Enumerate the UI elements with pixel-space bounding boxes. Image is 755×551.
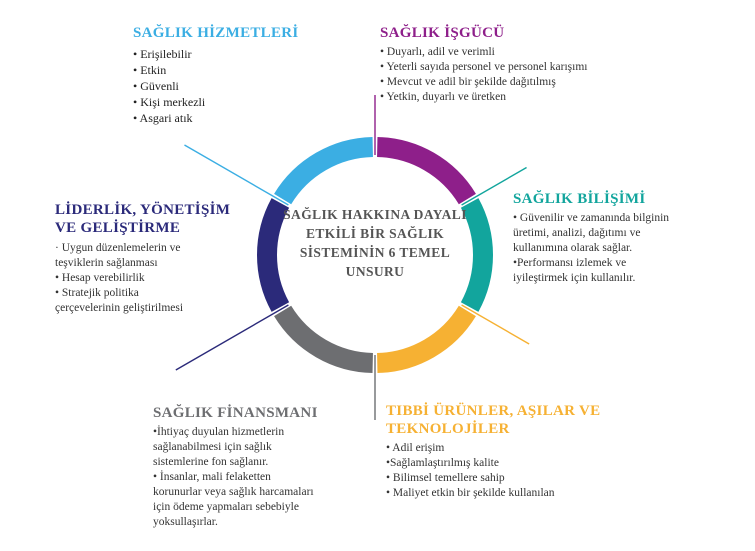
list-item: için ödeme yapmaları sebebiyle	[153, 501, 299, 513]
ring-segment-liderlik	[257, 198, 290, 312]
list-item: • Hesap verebilirlik	[55, 272, 145, 284]
list-item: • Güvenli	[133, 79, 179, 93]
center-title: SAĞLIK HAKKINA DAYALI ETKİLİ BİR SAĞLIK …	[283, 207, 467, 279]
list-item: korunurlar veya sağlık harcamaları	[153, 486, 314, 498]
list-item: • Asgari atık	[133, 111, 193, 125]
connector-line-5	[184, 144, 289, 206]
connector-lines	[175, 95, 530, 420]
list-item: • Adil erişim	[386, 442, 445, 454]
list-item: • Maliyet etkin bir şekilde kullanılan	[386, 487, 555, 499]
block-saglik-finansmani: SAĞLIK FİNANSMANI •İhtiyaç duyulan hizme…	[153, 404, 373, 530]
list-item: • Bilimsel temellere sahip	[386, 472, 505, 484]
title-saglik-finansmani: SAĞLIK FİNANSMANI	[153, 405, 318, 421]
block-saglik-hizmetleri: SAĞLIK HİZMETLERİ • Erişilebilir • Etkin…	[133, 24, 353, 126]
list-tibbi-urunler: • Adil erişim •Sağlamlaştırılmış kalite …	[386, 441, 666, 501]
ring-segment-urunler	[376, 305, 476, 373]
list-saglik-hizmetleri: • Erişilebilir • Etkin • Güvenli • Kişi …	[133, 46, 353, 126]
title-saglik-isgucu: SAĞLIK İŞGÜCÜ	[380, 25, 505, 41]
list-item: • Kişi merkezli	[133, 95, 206, 109]
list-saglik-finansmani: •İhtiyaç duyulan hizmetlerin sağlanabilm…	[153, 425, 373, 530]
list-item: • Etkin	[133, 63, 167, 77]
list-saglik-isgucu: • Duyarlı, adil ve verimli • Yeterli say…	[380, 45, 650, 105]
block-tibbi-urunler: TIBBİ ÜRÜNLER, AŞILAR VE TEKNOLOJİLER • …	[386, 402, 666, 501]
connector-line-2	[461, 304, 530, 345]
list-liderlik: · Uygun düzenlemelerin ve teşviklerin sa…	[55, 241, 245, 316]
list-item: •Performansı izlemek ve	[513, 257, 627, 269]
title-saglik-hizmetleri: SAĞLIK HİZMETLERİ	[133, 25, 299, 41]
list-item: • Stratejik politika	[55, 287, 139, 299]
list-item: yoksullaşırlar.	[153, 516, 218, 528]
list-item: • Erişilebilir	[133, 47, 192, 61]
title-liderlik: LİDERLİK, YÖNETİŞİM VE GELİŞTİRME	[55, 202, 231, 236]
list-item: • Yetkin, duyarlı ve üretken	[380, 91, 507, 103]
list-item: çerçevelerinin geliştirilmesi	[55, 302, 184, 314]
ring-segment-finansman	[274, 305, 374, 373]
connector-line-1	[461, 166, 527, 206]
list-item: • Yeterli sayıda personel ve personel ka…	[380, 61, 588, 73]
list-item: • İnsanlar, mali felaketten	[153, 471, 271, 483]
list-item: iyileştirmek için kullanılır.	[513, 272, 636, 284]
list-item: kullanımına olarak sağlar.	[513, 242, 633, 254]
list-item: · Uygun düzenlemelerin ve	[55, 242, 181, 254]
block-saglik-bilisimi: SAĞLIK BİLİŞİMİ • Güvenilir ve zamanında…	[513, 190, 733, 286]
list-item: sağlanabilmesi için sağlık	[153, 441, 272, 453]
segment-ring	[257, 137, 493, 373]
list-saglik-bilisimi: • Güvenilir ve zamanında bilginin üretim…	[513, 211, 733, 286]
list-item: üretimi, analizi, dağıtımı ve	[513, 227, 641, 239]
list-item: sistemlerine fon sağlanır.	[153, 456, 269, 468]
block-saglik-isgucu: SAĞLIK İŞGÜCÜ • Duyarlı, adil ve verimli…	[380, 24, 650, 105]
block-liderlik: LİDERLİK, YÖNETİŞİM VE GELİŞTİRME · Uygu…	[55, 201, 245, 316]
list-item: •İhtiyaç duyulan hizmetlerin	[153, 426, 285, 438]
ring-segment-hizmetler	[274, 137, 374, 205]
list-item: •Sağlamlaştırılmış kalite	[386, 457, 499, 469]
list-item: • Mevcut ve adil bir şekilde dağıtılmış	[380, 76, 556, 88]
list-item: • Duyarlı, adil ve verimli	[380, 46, 495, 58]
title-saglik-bilisimi: SAĞLIK BİLİŞİMİ	[513, 191, 646, 207]
list-item: teşviklerin sağlanması	[55, 257, 158, 269]
list-item: • Güvenilir ve zamanında bilginin	[513, 212, 670, 224]
ring-segment-isgucu	[376, 137, 476, 205]
ring-segment-bilisim	[460, 198, 493, 312]
connector-line-4	[175, 304, 289, 371]
title-tibbi-urunler: TIBBİ ÜRÜNLER, AŞILAR VE TEKNOLOJİLER	[386, 403, 601, 437]
